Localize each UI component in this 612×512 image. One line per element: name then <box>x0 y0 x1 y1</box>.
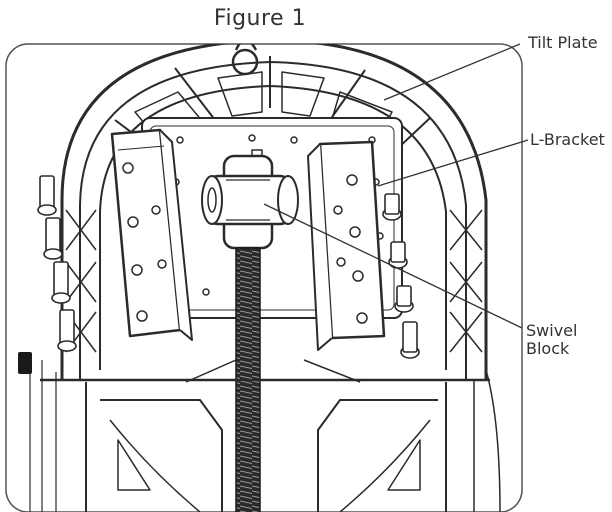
figure-title: Figure 1 <box>190 6 330 31</box>
figure-title-text: Figure 1 <box>213 6 307 31</box>
l-bracket-left <box>110 128 193 341</box>
bolts-right <box>382 193 420 359</box>
callout-l-bracket: L-Bracket <box>530 130 605 149</box>
callout-swivel-block: Swivel Block <box>526 322 606 358</box>
callout-swivel-line2: Block <box>526 339 570 358</box>
base-structure <box>18 352 501 512</box>
callout-swivel-line1: Swivel <box>526 321 578 340</box>
callout-tilt-plate: Tilt Plate <box>528 33 598 52</box>
l-bracket-right <box>307 140 386 351</box>
bolts-left <box>37 175 77 352</box>
tilt-plate <box>60 44 488 380</box>
leader-lines <box>263 43 529 329</box>
swivel-block <box>201 154 299 250</box>
